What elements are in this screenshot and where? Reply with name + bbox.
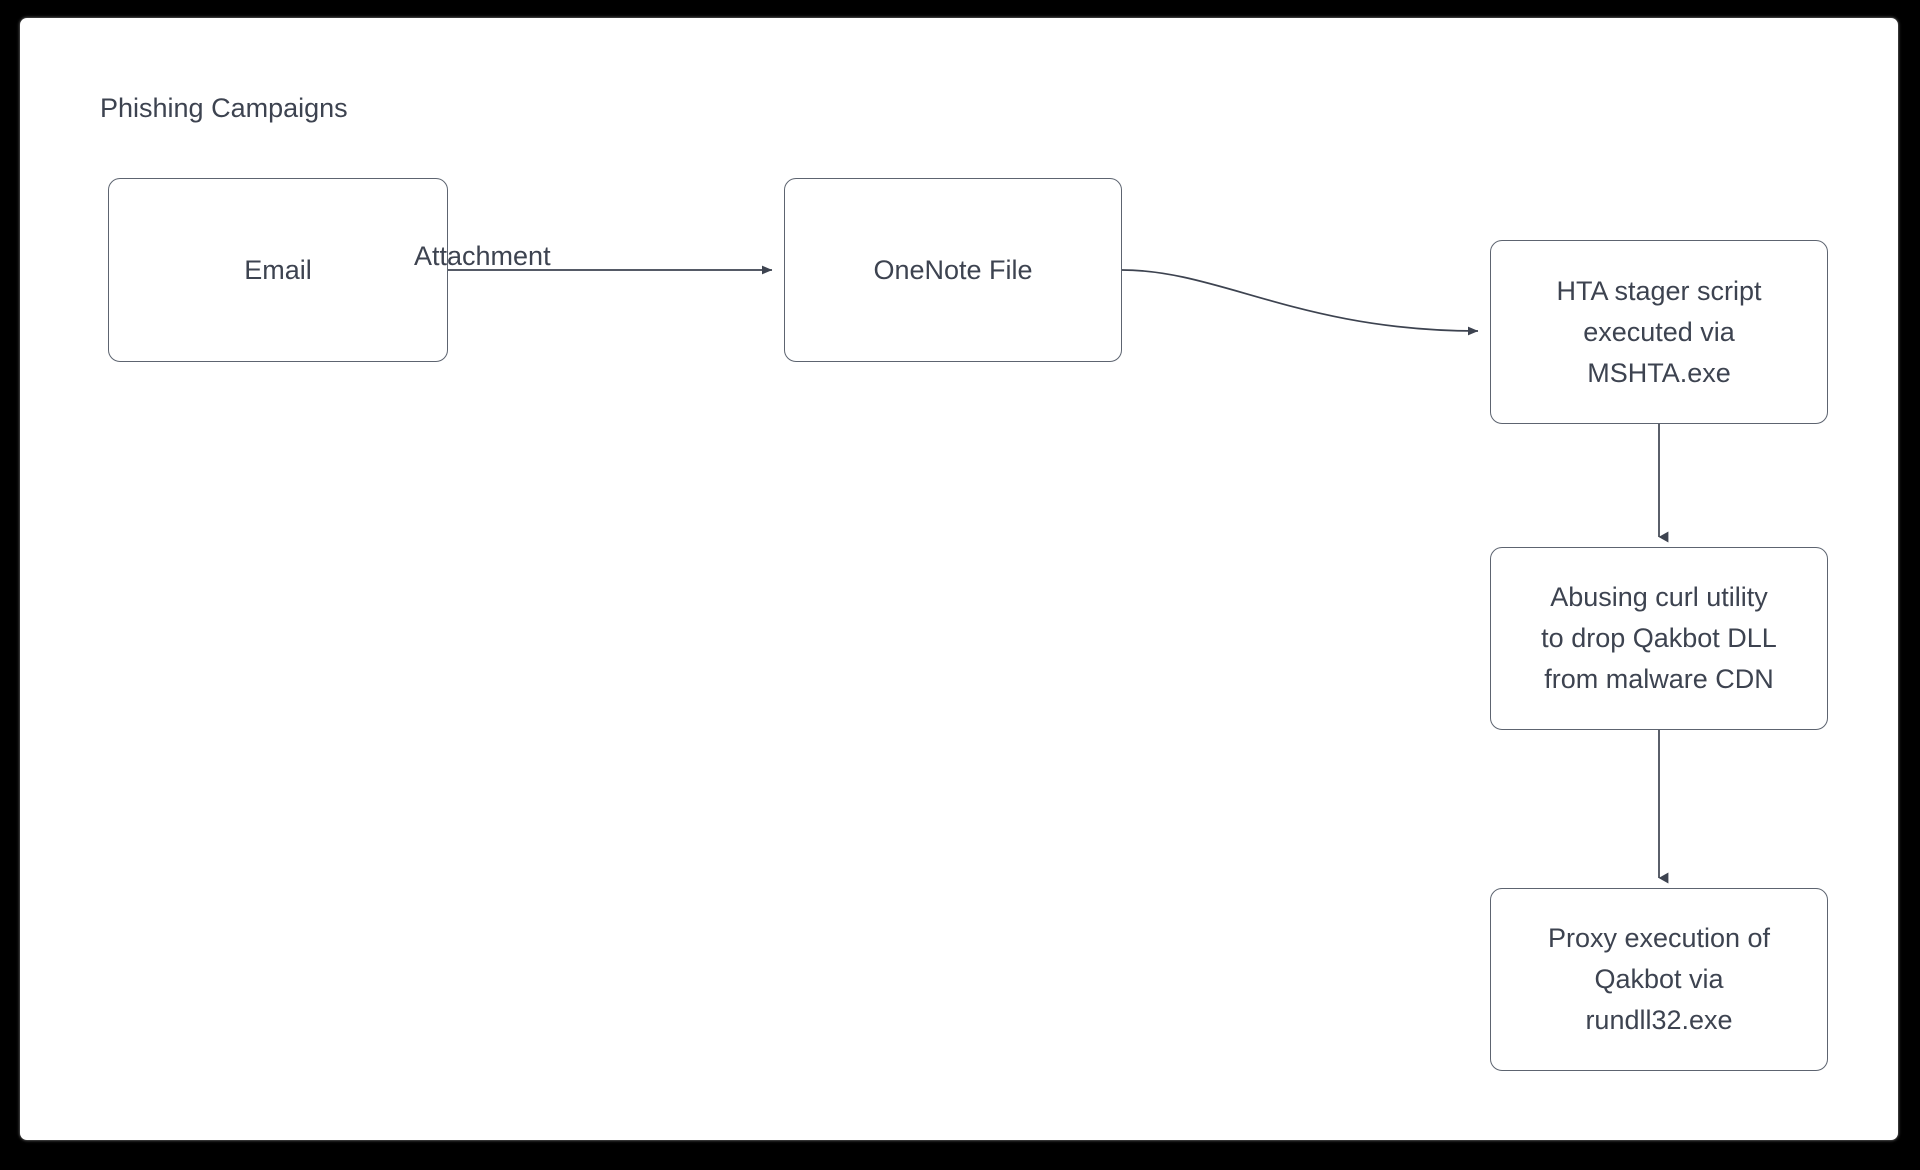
edge-label-attachment: Attachment: [414, 241, 551, 271]
node-hta-stager[interactable]: HTA stager script executed via MSHTA.exe: [1490, 240, 1828, 424]
node-curl-abuse[interactable]: Abusing curl utility to drop Qakbot DLL …: [1490, 547, 1828, 730]
node-email[interactable]: Email: [108, 178, 448, 362]
node-email-label: Email: [244, 254, 312, 285]
node-curl-abuse-label: Abusing curl utility to drop Qakbot DLL …: [1541, 582, 1777, 694]
diagram-canvas: Phishing Campaigns Email OneNote File HT…: [20, 18, 1898, 1140]
node-rundll32-proxy-execution-label: Proxy execution of Qakbot via rundll32.e…: [1547, 923, 1771, 1035]
node-rundll32-proxy-execution[interactable]: Proxy execution of Qakbot via rundll32.e…: [1490, 888, 1828, 1071]
node-onenote-file-label: OneNote File: [873, 254, 1033, 285]
node-hta-stager-label: HTA stager script executed via MSHTA.exe: [1556, 275, 1762, 388]
section-title-phishing-campaigns: Phishing Campaigns: [100, 93, 348, 123]
edge-onenote-to-hta: [1121, 269, 1479, 336]
node-onenote-file[interactable]: OneNote File: [784, 178, 1122, 362]
